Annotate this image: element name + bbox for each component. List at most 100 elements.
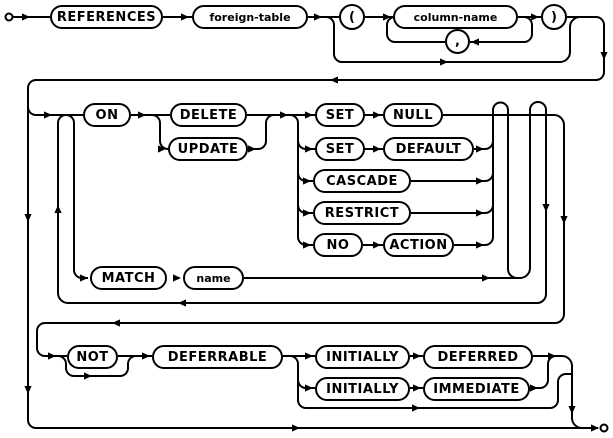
keyword-set-default: SET [315,137,365,161]
arrowhead-icon [412,404,420,412]
keyword-deferred-label: DEFERRED [437,349,519,365]
arrowhead-icon [440,58,448,66]
arrowhead-icon [476,177,484,185]
arrowhead-icon [548,352,556,360]
arrowhead-icon [413,352,421,360]
keyword-not: NOT [67,345,118,369]
keyword-delete-label: DELETE [179,107,238,123]
keyword-references-label: REFERENCES [56,9,157,25]
arrowhead-icon [373,241,381,249]
arrowhead-icon [303,241,311,249]
arrowhead-icon [112,319,120,327]
keyword-cascade-label: CASCADE [326,173,398,189]
keyword-initially-deferred-label: INITIALLY [326,349,399,365]
arrowhead-icon [600,52,608,60]
keyword-set-null-label: SET [325,107,355,123]
keyword-set-null: SET [315,103,365,127]
keyword-initially-immediate: INITIALLY [315,377,410,401]
keyword-initially-deferred: INITIALLY [315,345,410,369]
arrowhead-icon [173,274,181,282]
arrowhead-icon [413,384,421,392]
arrowhead-icon [24,214,32,222]
keyword-on: ON [83,103,131,127]
arrowhead-icon [305,145,313,153]
arrowhead-icon [471,38,479,46]
arrowhead-icon [138,111,146,119]
arrowhead-icon [373,145,381,153]
arrowhead-icon [476,145,484,153]
arrowhead-icon [48,352,56,360]
arrowhead-icon [181,13,189,21]
nonterminal-name-label: name [196,271,231,285]
arrowhead-icon [178,299,186,307]
keyword-immediate: IMMEDIATE [423,377,530,401]
arrowhead-icon [373,111,381,119]
punct-comma: , [445,29,470,54]
arrowhead-icon [476,241,484,249]
arrowhead-icon [158,145,166,153]
keyword-no: NO [313,233,363,257]
arrowhead-icon [303,209,311,217]
arrowhead-icon [305,384,313,392]
arrowhead-icon [591,424,599,432]
end-terminal-icon [599,423,609,433]
arrowhead-icon [531,13,539,21]
arrowhead-icon [24,386,32,394]
punct-comma-label: , [455,34,460,49]
keyword-null: NULL [383,103,443,127]
keyword-update-label: UPDATE [177,141,239,157]
arrowhead-icon [542,204,550,212]
keyword-cascade: CASCADE [313,169,411,193]
arrowhead-icon [54,205,62,213]
keyword-action: ACTION [383,233,454,257]
arrowhead-icon [383,13,391,21]
keyword-deferrable: DEFERRABLE [152,345,283,369]
arrowhead-icon [305,352,313,360]
keyword-match-label: MATCH [101,270,156,286]
keyword-null-label: NULL [392,107,433,123]
keyword-action-label: ACTION [389,237,448,253]
nonterminal-column-name-label: column-name [413,10,498,24]
punct-open-paren-label: ( [349,9,355,25]
keyword-delete: DELETE [170,103,247,127]
nonterminal-name: name [183,266,244,290]
arrowhead-icon [84,372,92,380]
keyword-not-label: NOT [76,349,109,365]
punct-close-paren-label: ) [551,9,557,25]
arrowhead-icon [80,274,88,282]
keyword-update: UPDATE [168,137,248,161]
keyword-immediate-label: IMMEDIATE [433,381,520,397]
arrowhead-icon [305,111,313,119]
punct-open-paren: ( [339,4,365,30]
punct-close-paren: ) [541,4,567,30]
arrowhead-icon [530,384,538,392]
keyword-initially-immediate-label: INITIALLY [326,381,399,397]
arrowhead-icon [303,177,311,185]
nonterminal-column-name: column-name [393,5,518,29]
arrowhead-icon [482,274,490,282]
arrowhead-icon [314,13,322,21]
arrowhead-icon [142,352,150,360]
keyword-default-label: DEFAULT [395,141,462,157]
arrowhead-icon [292,424,300,432]
arrowhead-icon [476,209,484,217]
keyword-deferrable-label: DEFERRABLE [167,349,268,365]
arrowhead-icon [22,13,30,21]
keyword-restrict: RESTRICT [313,201,411,225]
nonterminal-foreign-table-label: foreign-table [209,10,291,24]
keyword-match: MATCH [90,266,167,290]
start-terminal-icon [4,12,14,22]
keyword-set-default-label: SET [325,141,355,157]
keyword-restrict-label: RESTRICT [324,205,400,221]
arrowhead-icon [568,406,576,414]
keyword-on-label: ON [95,107,119,123]
keyword-deferred: DEFERRED [423,345,533,369]
nonterminal-foreign-table: foreign-table [192,5,308,29]
keyword-default: DEFAULT [383,137,474,161]
arrowhead-icon [280,111,288,119]
arrowhead-icon [248,145,256,153]
keyword-no-label: NO [326,237,350,253]
arrowhead-icon [330,76,338,84]
keyword-references: REFERENCES [50,5,163,29]
